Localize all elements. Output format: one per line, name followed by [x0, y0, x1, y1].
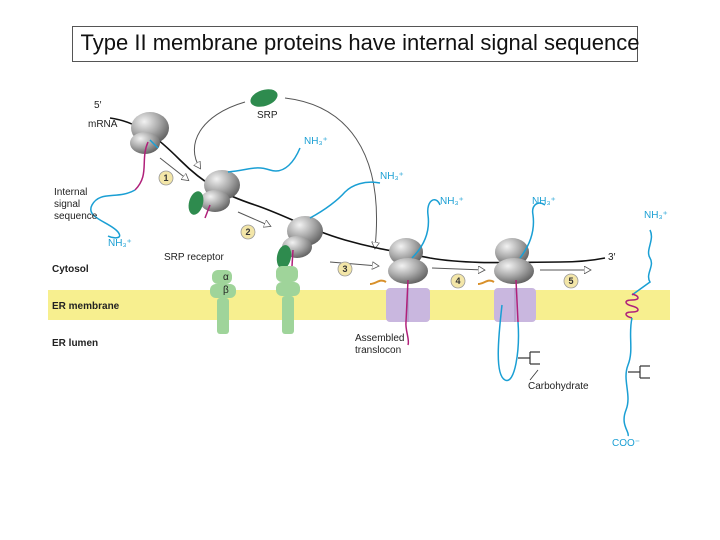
- srp-receptor-1: [210, 270, 236, 334]
- signal-sequence-2: [204, 204, 211, 219]
- coo-label: COO⁻: [612, 438, 640, 449]
- svg-text:4: 4: [455, 276, 460, 286]
- transmembrane-helix: [625, 293, 639, 319]
- step2-arrow: [237, 211, 270, 226]
- polypeptide-1: [90, 189, 136, 239]
- svg-text:3: 3: [342, 264, 347, 274]
- polypeptide-3: [309, 181, 381, 219]
- nh3-label-ribosome-3: NH₃⁺: [380, 171, 404, 182]
- mature-n-terminal-tail: [631, 229, 653, 296]
- slide-title: Type II membrane proteins have internal …: [80, 30, 640, 55]
- assembled-label-2: translocon: [355, 345, 401, 356]
- signal-sequence-5: [515, 279, 519, 323]
- srp-receptor-2: [276, 266, 300, 334]
- cytosol-label: Cytosol: [52, 264, 89, 275]
- carbohydrate-2: [628, 365, 650, 379]
- step4-arrow: [431, 268, 484, 270]
- step-3-badge: 3: [337, 261, 353, 277]
- translocon-1-gate: [369, 279, 387, 285]
- srp-release-arrow: [284, 97, 377, 248]
- nh3-label-ribosome-4: NH₃⁺: [440, 196, 464, 207]
- srp-bound-2: [188, 191, 204, 215]
- srp-bound-3: [276, 245, 292, 269]
- assembled-label-1: Assembled: [355, 333, 404, 344]
- ribosome-4: [388, 238, 428, 284]
- mrna-strand: [109, 117, 606, 264]
- svg-text:2: 2: [245, 227, 250, 237]
- nh3-label-ribosome-5: NH₃⁺: [532, 196, 556, 207]
- internal-signal-label-3: sequence: [54, 211, 98, 222]
- svg-text:5: 5: [568, 276, 573, 286]
- translocon-2-gate: [477, 279, 495, 285]
- step-4-badge: 4: [450, 273, 466, 289]
- mrna-label: mRNA: [88, 119, 118, 130]
- step3-arrow: [329, 261, 378, 266]
- mature-c-terminal-tail: [623, 317, 633, 437]
- polypeptide-2: [227, 147, 301, 173]
- carbohydrate-label: Carbohydrate: [528, 381, 589, 392]
- polypeptide-4: [411, 199, 441, 259]
- er-lumen-label: ER lumen: [52, 338, 98, 349]
- ribosome-2: [200, 170, 240, 212]
- carbohydrate-1: [518, 351, 540, 365]
- ribosome-1-exit: [149, 139, 159, 149]
- beta-label: β: [223, 285, 229, 296]
- internal-signal-label-1: Internal: [54, 187, 87, 198]
- three-prime-label: 3′: [608, 252, 616, 263]
- lumenal-loop-5: [497, 304, 520, 381]
- ribosome-1: [130, 112, 169, 154]
- srp-receptor-label: SRP receptor: [164, 252, 225, 263]
- title-frame: [72, 26, 638, 62]
- nh3-label-mature: NH₃⁺: [644, 210, 668, 221]
- nh3-label-ribosome-1: NH₃⁺: [108, 238, 132, 249]
- five-prime-label: 5′: [94, 100, 102, 111]
- er-membrane-band: [48, 290, 670, 320]
- alpha-label: α: [223, 272, 229, 283]
- step-2-badge: 2: [240, 224, 256, 240]
- nh3-label-srp: NH₃⁺: [304, 136, 328, 147]
- er-membrane-label: ER membrane: [52, 301, 120, 312]
- srp-label: SRP: [257, 110, 278, 121]
- signal-sequence-1: [134, 141, 149, 191]
- carbohydrate-pointer: [529, 369, 539, 381]
- ribosome-5: [494, 238, 534, 284]
- signal-sequence-4: [405, 279, 410, 346]
- internal-signal-label-2: signal: [54, 199, 80, 210]
- srp-binding-arrow: [194, 101, 246, 168]
- step-5-badge: 5: [563, 273, 579, 289]
- svg-text:1: 1: [163, 173, 168, 183]
- step-1-badge: 1: [158, 170, 174, 186]
- free-srp: [250, 89, 278, 107]
- step1-arrow: [159, 157, 188, 180]
- polypeptide-5: [519, 202, 546, 259]
- signal-sequence-3: [291, 249, 294, 267]
